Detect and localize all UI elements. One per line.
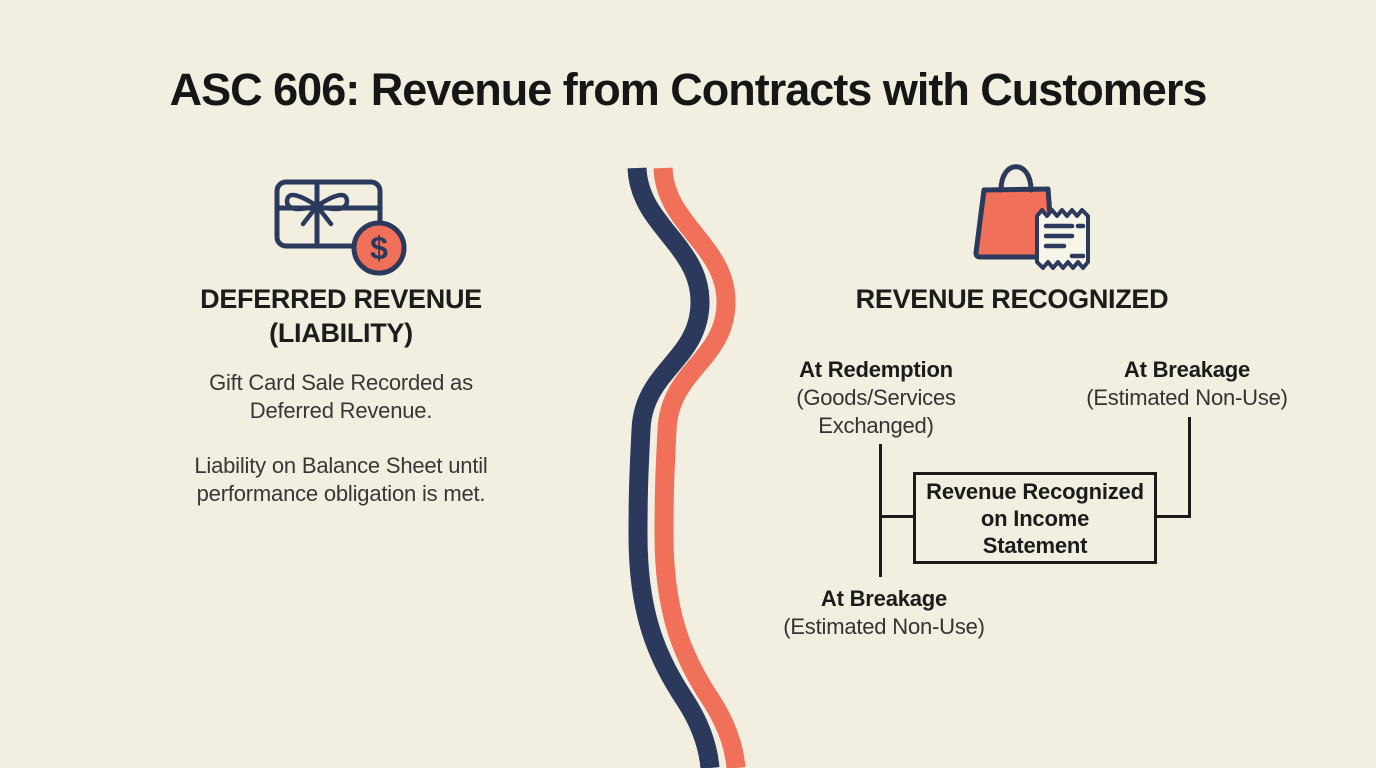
gift-card-sale-paragraph: Gift Card Sale Recorded as Deferred Reve… xyxy=(131,369,551,425)
receipt-icon xyxy=(1035,208,1090,270)
at-breakage-bottom-label: At Breakage (Estimated Non-Use) xyxy=(759,585,1009,641)
connector-line-left-vertical xyxy=(879,444,882,577)
shopping-bag-icon xyxy=(973,164,1090,270)
gift-card-sale-line1: Gift Card Sale Recorded as xyxy=(209,370,473,395)
wavy-divider-navy-stripe xyxy=(627,167,720,768)
at-breakage-top-sub: (Estimated Non-Use) xyxy=(1086,385,1288,410)
deferred-revenue-heading-line2: (LIABILITY) xyxy=(269,318,413,348)
receipt-text-lines xyxy=(1043,223,1086,259)
at-breakage-top-title: At Breakage xyxy=(1123,357,1251,382)
connector-line-right-vertical xyxy=(1188,417,1191,518)
deferred-revenue-heading: DEFERRED REVENUE (LIABILITY) xyxy=(141,282,541,350)
at-breakage-top-label: At Breakage (Estimated Non-Use) xyxy=(1064,356,1310,412)
liability-paragraph: Liability on Balance Sheet until perform… xyxy=(131,452,551,508)
wavy-divider-icon xyxy=(627,167,746,768)
revenue-recognized-heading: REVENUE RECOGNIZED xyxy=(855,284,1169,314)
at-breakage-bottom-title: At Breakage xyxy=(820,586,948,611)
revenue-box-line2: on Income xyxy=(980,505,1090,531)
dollar-sign-glyph: $ xyxy=(370,230,388,266)
revenue-box-line3: Statement xyxy=(982,532,1088,558)
gift-card-sale-line2: Deferred Revenue. xyxy=(249,398,433,423)
wavy-divider-coral-stripe xyxy=(653,167,746,768)
gift-card-bow xyxy=(284,192,350,227)
connector-line-left-horizontal xyxy=(879,515,915,518)
liability-line1: Liability on Balance Sheet until xyxy=(194,453,488,478)
deferred-revenue-heading-line1: DEFERRED REVENUE xyxy=(200,284,482,314)
shopping-bag-handle xyxy=(998,164,1034,193)
connector-line-right-horizontal xyxy=(1157,515,1191,518)
at-breakage-bottom-sub: (Estimated Non-Use) xyxy=(783,614,985,639)
at-redemption-sub2: Exchanged) xyxy=(818,413,934,438)
shopping-bag-body xyxy=(973,186,1056,260)
gift-card-icon: $ xyxy=(274,179,407,276)
revenue-box-line1: Revenue Recognized xyxy=(926,478,1144,504)
at-redemption-title: At Redemption xyxy=(799,357,953,382)
at-redemption-sub1: (Goods/Services xyxy=(796,385,956,410)
dollar-coin-icon xyxy=(351,220,407,276)
page-title: ASC 606: Revenue from Contracts with Cus… xyxy=(169,64,1208,115)
revenue-recognized-box: Revenue Recognized on Income Statement xyxy=(913,472,1157,564)
at-redemption-label: At Redemption (Goods/Services Exchanged) xyxy=(766,356,986,440)
liability-line2: performance obligation is met. xyxy=(196,481,486,506)
gift-card-body xyxy=(274,179,383,249)
